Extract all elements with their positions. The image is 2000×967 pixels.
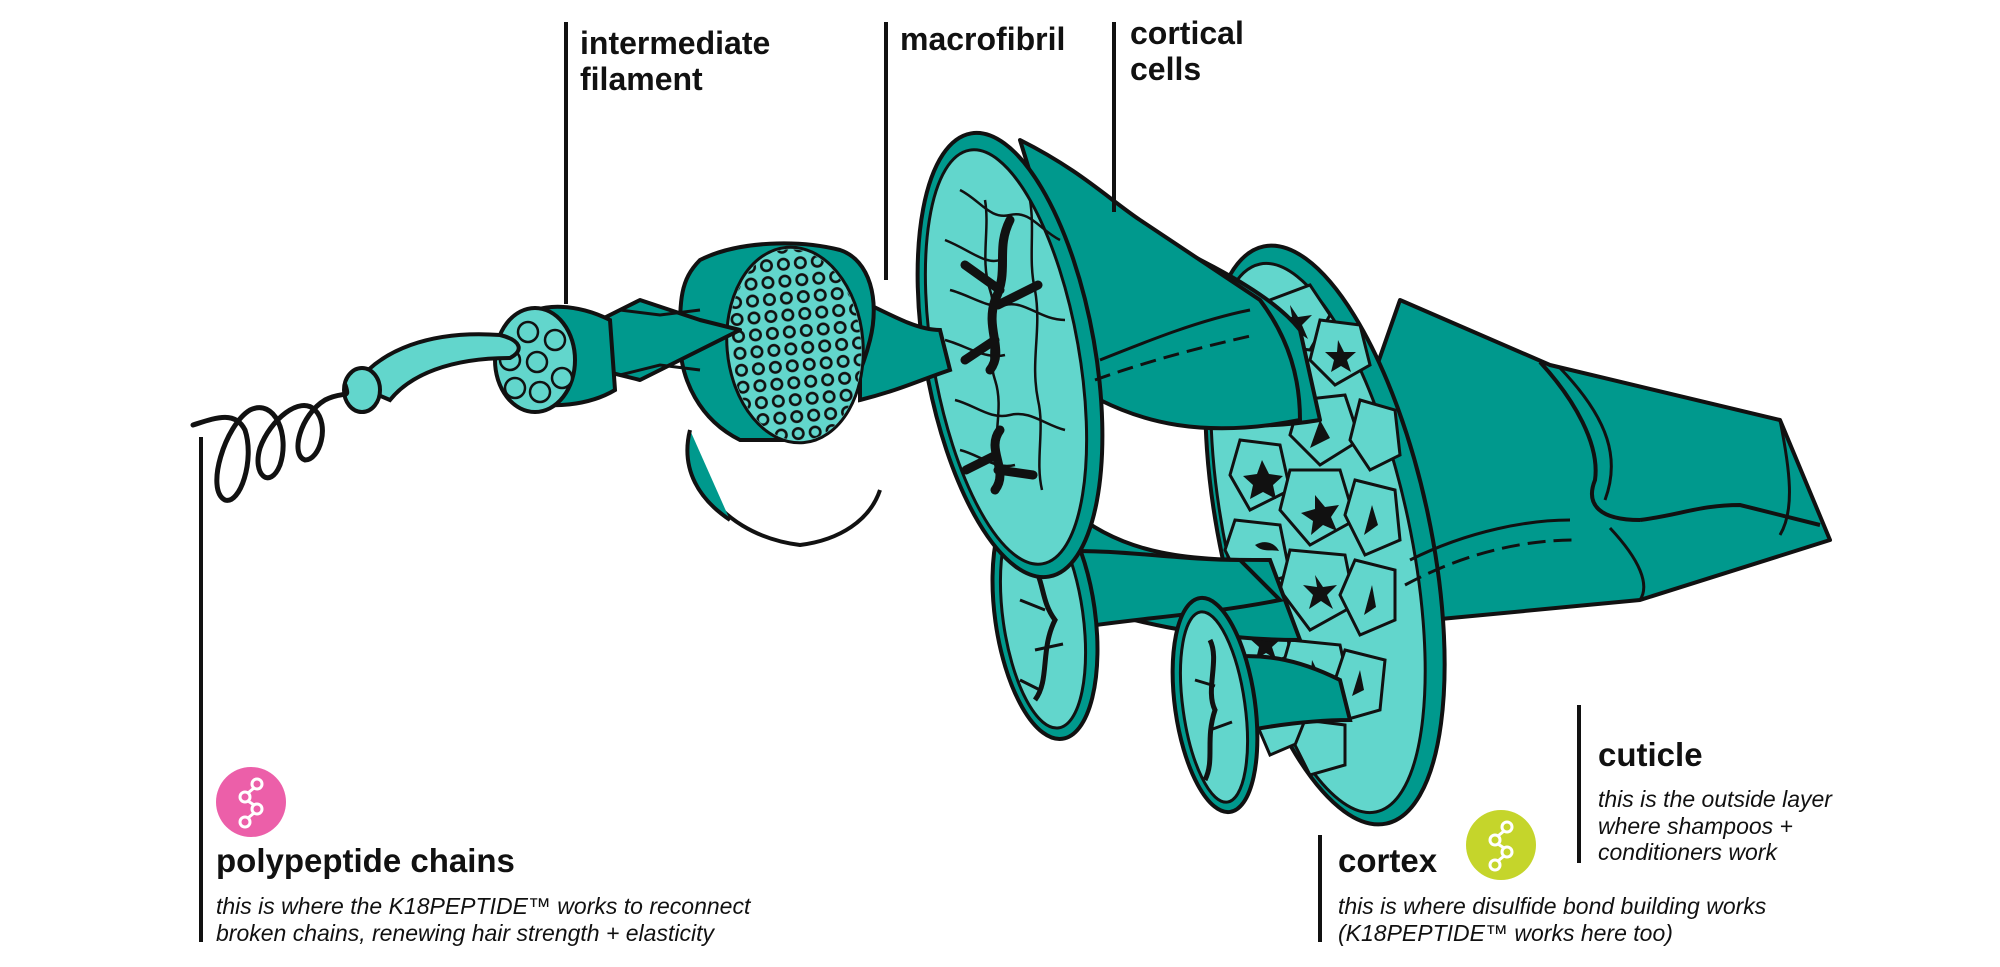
cortex-rule — [1318, 835, 1322, 942]
cuticle-description-line1: this is the outside layer — [1598, 786, 1832, 812]
peptide-chain-icon — [1488, 820, 1514, 872]
peptide-chain-icon — [238, 777, 264, 829]
polypeptide-badge — [216, 767, 286, 837]
macrofibril-label: macrofibril — [900, 21, 1066, 58]
cortex-description-line2: (K18PEPTIDE™ works here too) — [1338, 919, 1673, 946]
small-macrofibril — [1170, 595, 1353, 815]
macrofibril-disc — [915, 130, 1302, 580]
twisted-strand — [342, 332, 521, 414]
intermediate-filament-label-line2: filament — [580, 60, 703, 97]
macrofibril-rule — [884, 22, 888, 280]
filament-bundle — [493, 304, 618, 414]
intermediate-filament-label-line1: intermediate — [580, 25, 771, 61]
cortical-cells-label-line2: cells — [1130, 50, 1202, 87]
cortex-description-line1: this is where disulfide bond building wo… — [1338, 893, 1767, 919]
cortex-title: cortex — [1338, 842, 1438, 880]
cuticle-description-line2: where shampoos + — [1598, 812, 1793, 839]
cortical-cells-label-line1: cortical — [1130, 15, 1244, 51]
cuticle-description-line3: conditioners work — [1598, 839, 1777, 866]
intermediate-filament-disc — [677, 241, 882, 548]
cortical-cells-label: cortical cells — [1130, 15, 1244, 88]
polypeptide-rule — [199, 437, 203, 942]
polypeptide-chains-title-text: polypeptide chains — [216, 842, 515, 879]
polypeptide-description-line2: broken chains, renewing hair strength + … — [216, 919, 714, 946]
polypeptide-description-line1: this is where the K18PEPTIDE™ works to r… — [216, 893, 751, 919]
cortex-description: this is where disulfide bond building wo… — [1338, 893, 1766, 946]
cortical-cells-rule — [1112, 22, 1116, 212]
intermediate-filament-label: intermediate filament — [580, 25, 771, 98]
cuticle-description: this is the outside layer where shampoos… — [1598, 786, 1832, 866]
cuticle-title-text: cuticle — [1598, 736, 1703, 773]
cortex-badge — [1466, 810, 1536, 880]
cuticle-rule — [1577, 705, 1581, 863]
intermediate-filament-rule — [564, 22, 568, 304]
polypeptide-chains-title: polypeptide chains — [216, 842, 515, 880]
polypeptide-chains-description: this is where the K18PEPTIDE™ works to r… — [216, 893, 750, 946]
polypeptide-coil — [190, 382, 350, 503]
macrofibril-neck — [858, 296, 953, 403]
macrofibril-label-text: macrofibril — [900, 21, 1066, 57]
cortex-title-text: cortex — [1338, 842, 1438, 879]
cuticle-title: cuticle — [1598, 736, 1703, 774]
